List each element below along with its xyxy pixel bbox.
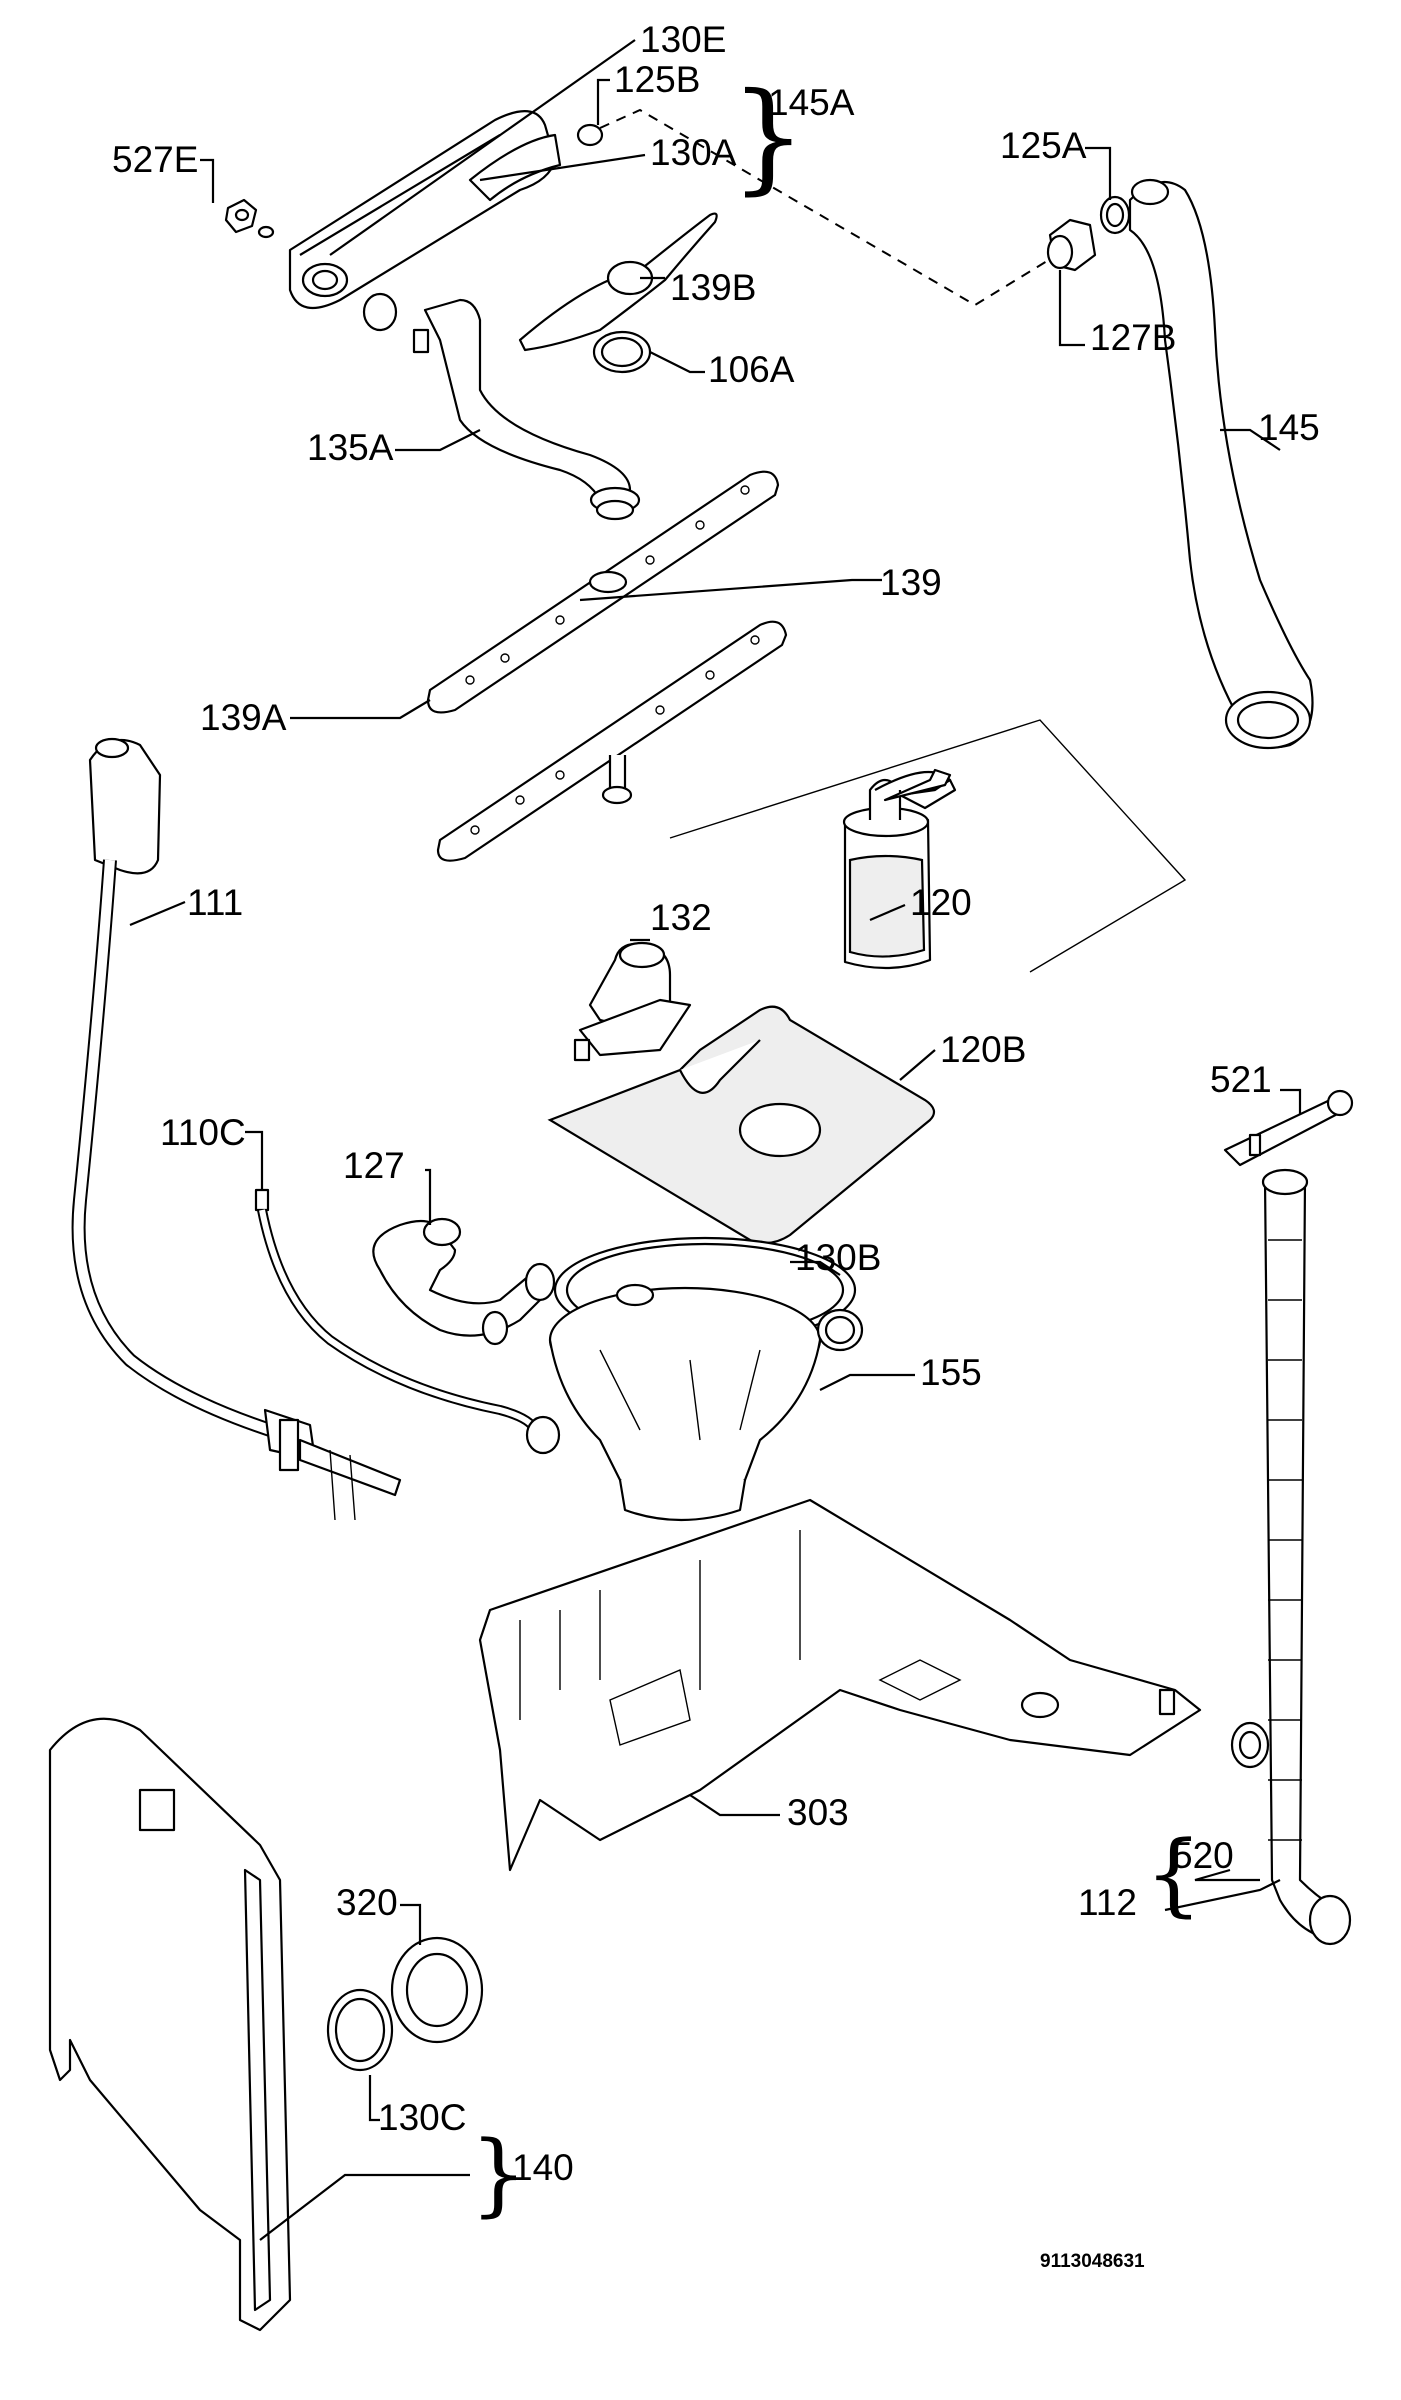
brace-112: { [1145, 1822, 1202, 1927]
label-303: 303 [787, 1792, 849, 1833]
label-521: 521 [1210, 1059, 1272, 1100]
label-139a: 139A [200, 697, 287, 738]
nut-527e [224, 198, 275, 239]
label-527e: 527E [112, 139, 198, 180]
label-320: 320 [336, 1882, 398, 1923]
label-127: 127 [343, 1145, 405, 1186]
o-ring-125b [576, 123, 604, 147]
clamp-520 [1230, 1721, 1270, 1769]
label-127b: 127B [1090, 317, 1176, 358]
upper-spray-arm-130e [288, 110, 562, 310]
label-139: 139 [880, 562, 942, 603]
label-155: 155 [920, 1352, 982, 1393]
seal-130a [362, 292, 398, 332]
sump-155 [548, 1283, 864, 1522]
label-520: 520 [1172, 1835, 1234, 1876]
label-132: 132 [650, 897, 712, 938]
clip-521 [1223, 1089, 1354, 1167]
base-303 [478, 1498, 1202, 1872]
diagram-reference-number: 9113048631 [1040, 2251, 1145, 2272]
part-132 [573, 941, 692, 1062]
label-120: 120 [910, 882, 972, 923]
brace-145a: } [730, 68, 806, 207]
assembly-dashed-line [599, 108, 1053, 307]
spray-arm-139a [426, 470, 780, 714]
label-120b: 120B [940, 1029, 1026, 1070]
hose-127 [372, 1217, 556, 1346]
spray-arm-seal-139b [518, 212, 718, 352]
drain-hose-145 [1128, 178, 1314, 750]
label-111: 111 [187, 882, 243, 923]
brace-140: } [470, 2122, 527, 2227]
label-112: 112 [1078, 1882, 1137, 1923]
o-ring-125a [1099, 195, 1131, 235]
label-140: 140 [512, 2147, 574, 2188]
filter-handle [883, 768, 952, 802]
leader-lines [129, 39, 1302, 2241]
label-130b: 130B [795, 1237, 881, 1278]
ring-106a [592, 330, 652, 374]
supply-pipe-135a [412, 298, 641, 521]
drain-hose-112 [1261, 1168, 1352, 1946]
filter-120 [842, 770, 957, 970]
label-139b: 139B [670, 267, 756, 308]
connector-127b [1046, 218, 1097, 272]
label-130a: 130A [650, 132, 737, 173]
filter-group-outline [669, 719, 1187, 973]
label-130c: 130C [378, 2097, 466, 2138]
seal-320 [390, 1936, 484, 2044]
label-125a: 125A [1000, 125, 1087, 166]
label-110c: 110C [160, 1112, 246, 1153]
label-106a: 106A [708, 349, 795, 390]
label-125b: 125B [614, 59, 700, 100]
inlet-hose-111 [71, 737, 402, 1521]
door-panel-140 [48, 1717, 292, 2332]
label-135a: 135A [307, 427, 394, 468]
ring-130c [326, 1988, 394, 2072]
label-130e: 130E [640, 19, 726, 60]
spray-arm-139 [436, 620, 788, 862]
hose-110c [254, 1188, 561, 1455]
label-145: 145 [1258, 407, 1320, 448]
label-145a: 145A [768, 82, 855, 123]
